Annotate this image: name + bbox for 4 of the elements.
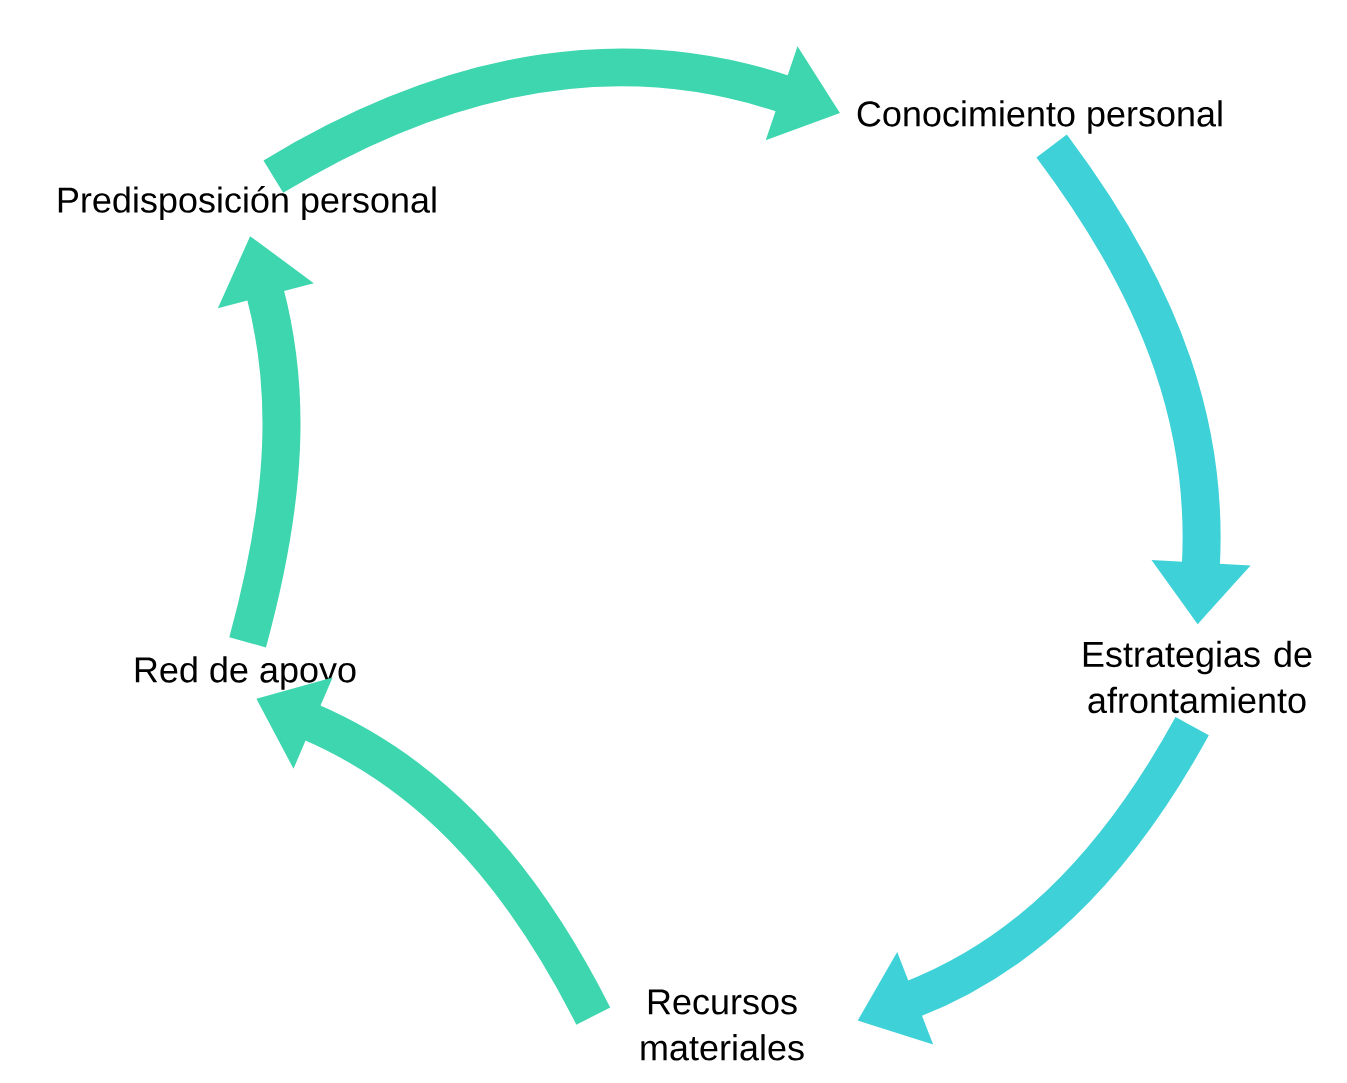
node-label: Estrategias de afrontamiento [1083,640,1312,714]
node-label: Predisposición personal [58,186,436,220]
node-label: Conocimiento personal [857,100,1222,134]
node-label: Recursos materiales [641,989,804,1061]
